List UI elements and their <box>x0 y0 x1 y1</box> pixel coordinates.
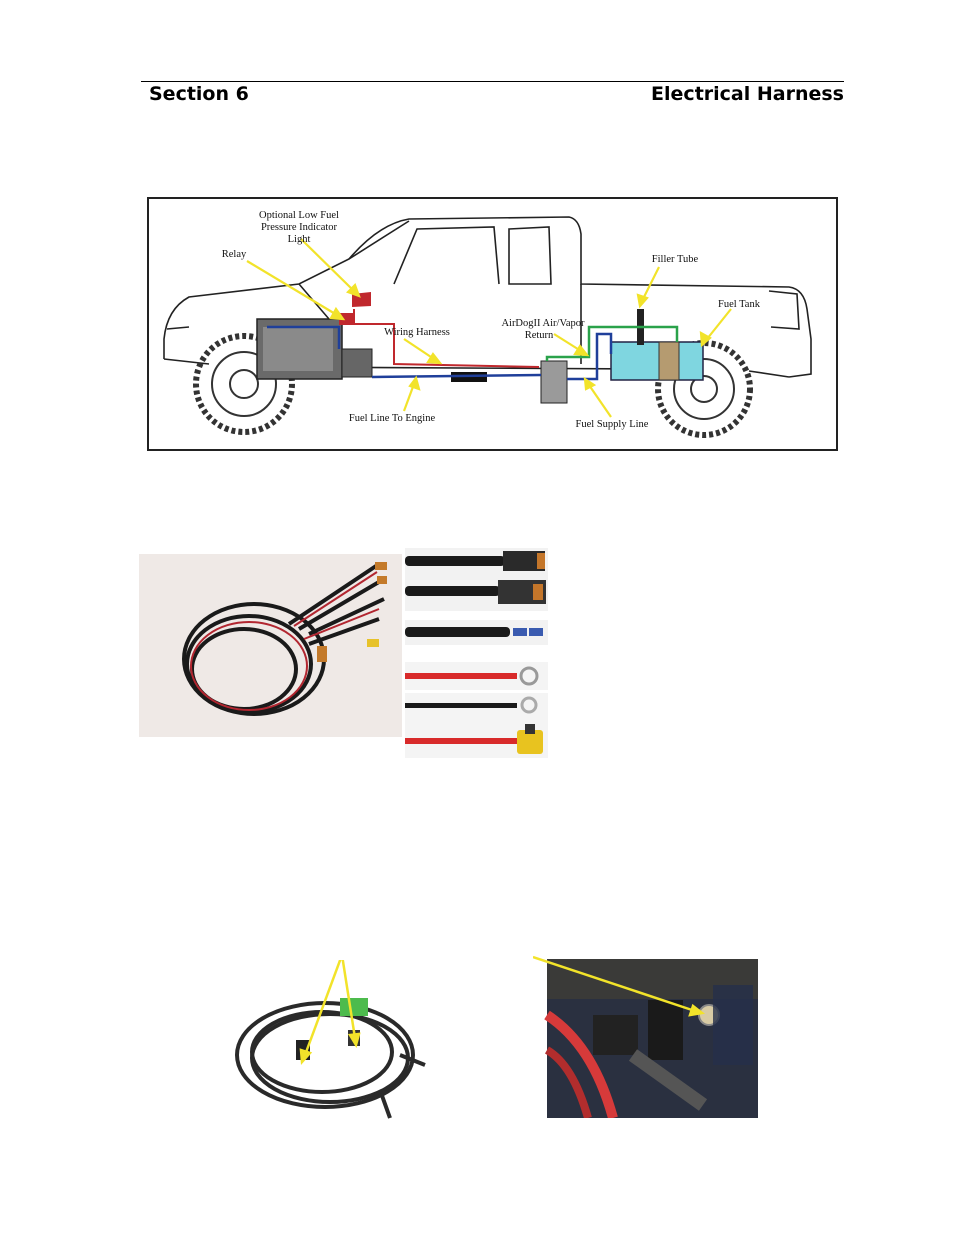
coiled-harness-photo <box>230 960 430 1120</box>
label-indicator-2: Pressure Indicator <box>261 222 338 233</box>
label-relay: Relay <box>222 249 247 260</box>
label-wiring-harness: Wiring Harness <box>384 327 450 338</box>
engine-block <box>256 318 373 380</box>
harness-kit-photo <box>139 554 402 737</box>
fuel-line-to-engine <box>267 325 542 379</box>
header-rule <box>141 81 844 82</box>
section-title: Electrical Harness <box>651 83 844 105</box>
fuel-system-diagram: Optional Low Fuel Pressure Indicator Lig… <box>147 197 838 451</box>
bay-pointer-arrow <box>533 955 706 1017</box>
label-return-2: Return <box>525 330 554 341</box>
label-fuel-tank: Fuel Tank <box>718 299 761 310</box>
ring-terminal-black-photo <box>405 693 548 718</box>
label-return-1: AirDogII Air/Vapor <box>501 318 585 329</box>
label-fuel-supply-line: Fuel Supply Line <box>576 419 649 430</box>
label-indicator-3: Light <box>288 234 311 245</box>
vapor-return-line <box>545 325 679 361</box>
wiring-harness-line <box>353 309 540 368</box>
label-indicator-1: Optional Low Fuel <box>259 210 339 221</box>
spade-terminal-photo <box>405 620 548 645</box>
ring-terminal-red-photo <box>405 662 548 690</box>
label-fuel-line-engine: Fuel Line To Engine <box>349 413 436 424</box>
airdog-pump <box>540 360 568 404</box>
fuel-tank-shape <box>610 341 704 381</box>
fuel-supply-line <box>567 332 613 381</box>
label-filler-tube: Filler Tube <box>652 254 699 265</box>
relay-shape <box>339 313 353 325</box>
front-wheel <box>193 333 295 435</box>
section-number: Section 6 <box>149 83 249 105</box>
fuse-holder-photo <box>405 718 548 758</box>
connector-photos <box>405 548 548 611</box>
rear-wheel <box>655 340 753 438</box>
tank-sender <box>658 341 680 381</box>
engine-bay-ground-photo <box>533 955 758 1118</box>
pointer-arrows <box>246 238 732 418</box>
coil-pointer-arrows <box>299 960 361 1066</box>
